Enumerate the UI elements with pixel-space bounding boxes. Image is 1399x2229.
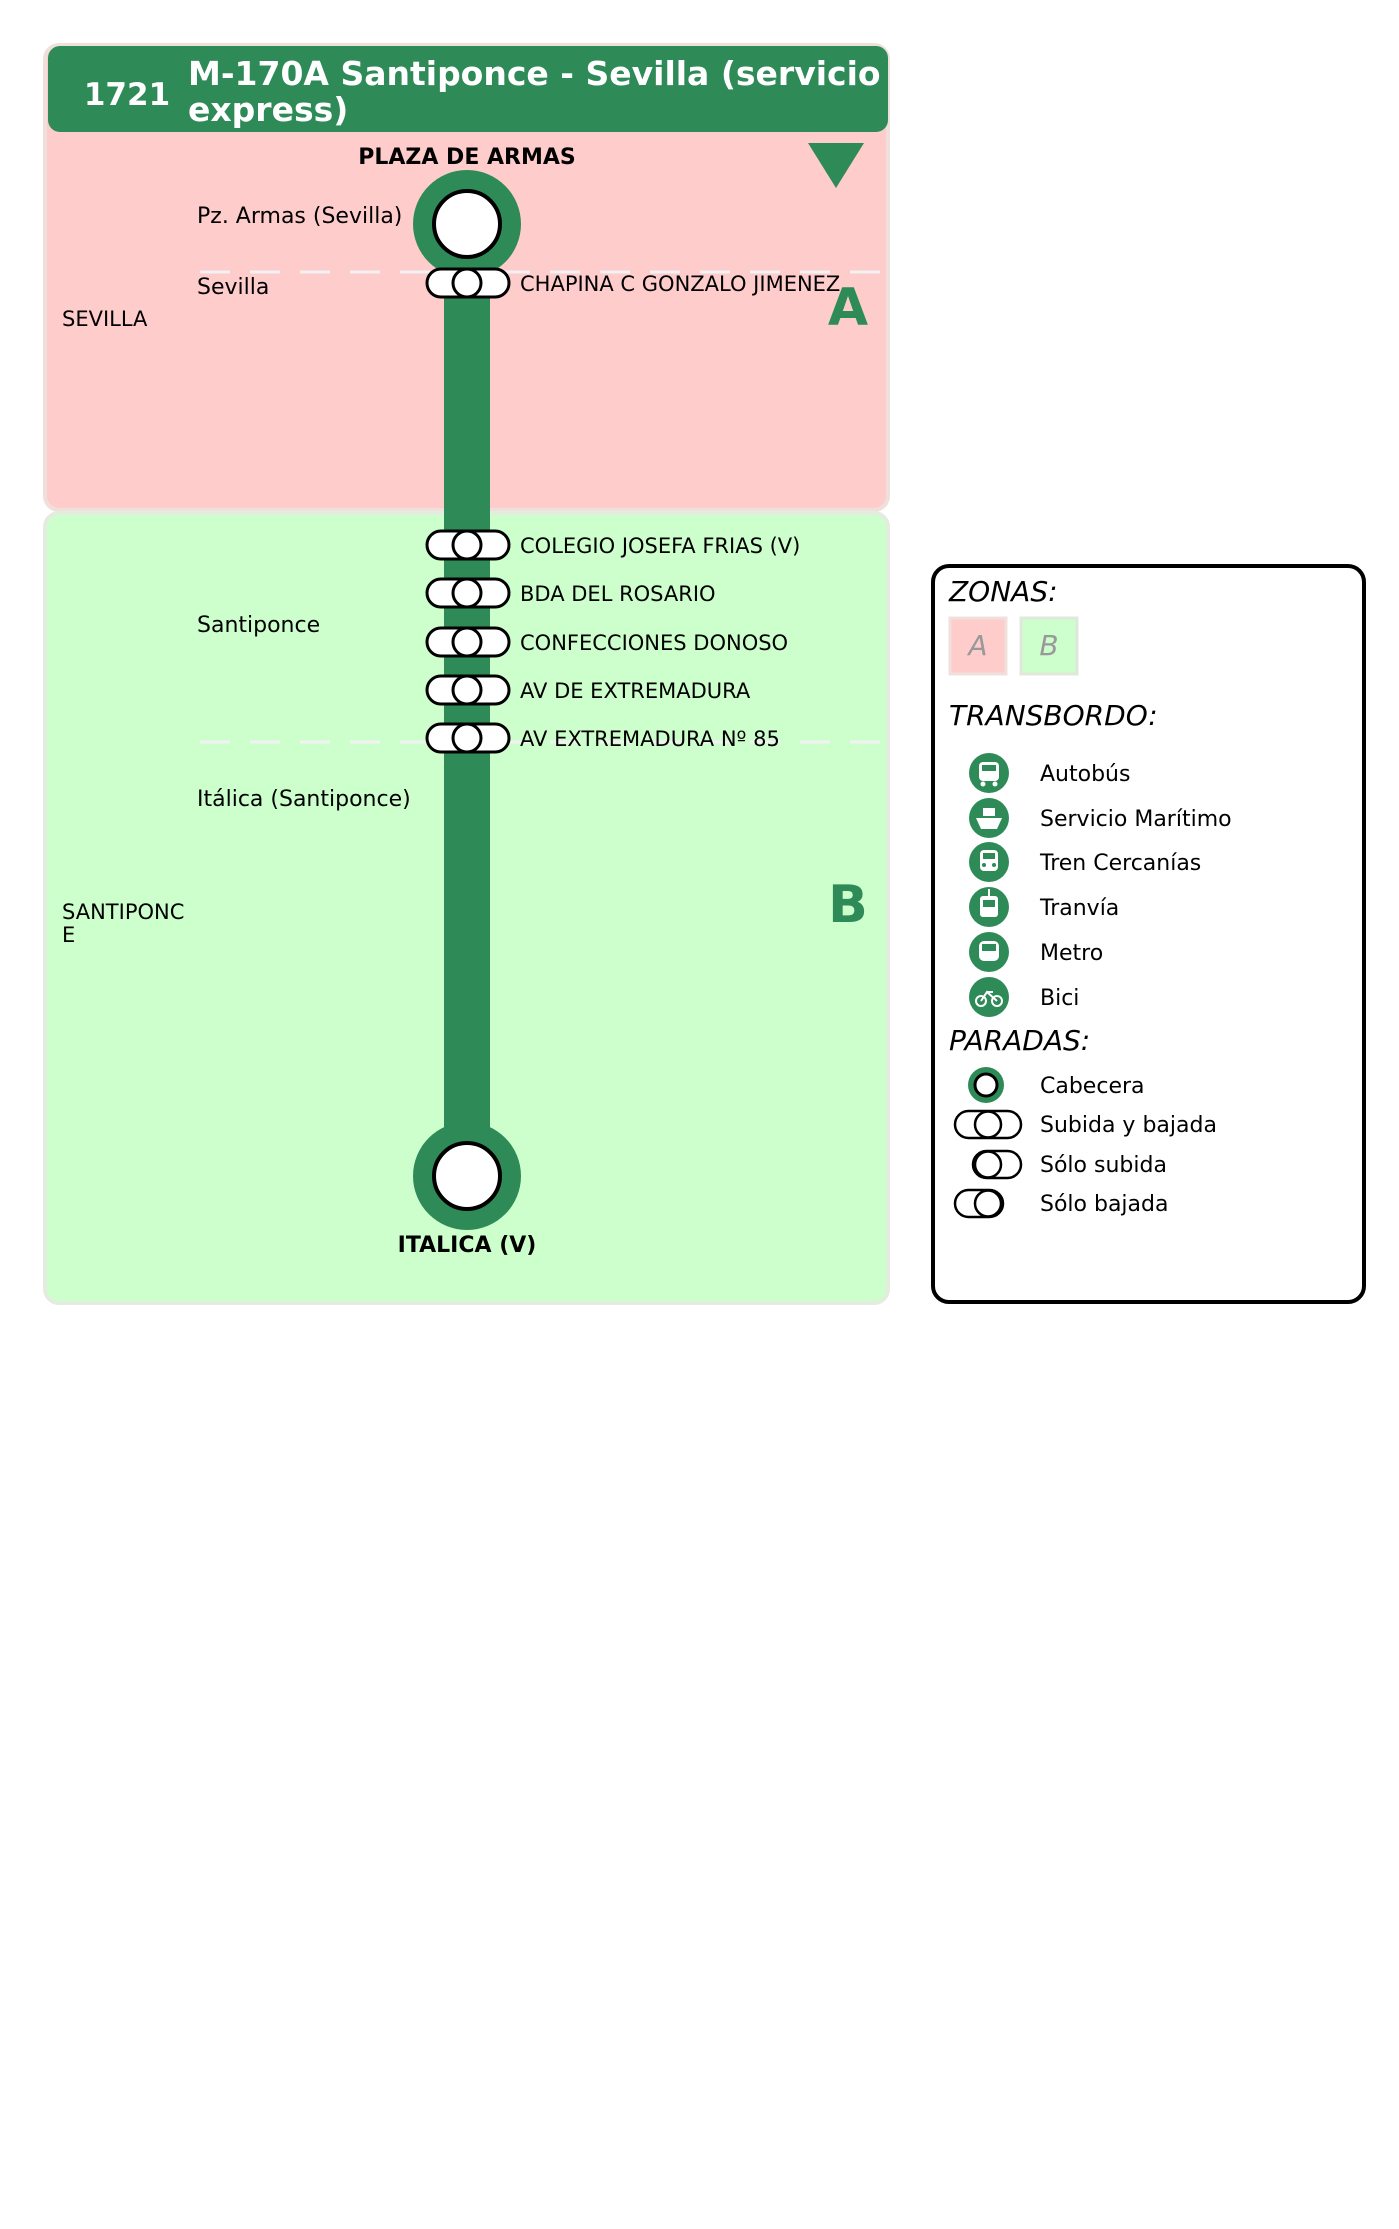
legend-zone-a-swatch bbox=[948, 616, 1008, 676]
ferry-icon bbox=[969, 798, 1009, 838]
legend-zone-b-letter: B bbox=[1039, 629, 1058, 662]
stop: CHAPINA C GONZALO JIMENEZ bbox=[425, 267, 840, 299]
stop-name: CHAPINA C GONZALO JIMENEZ bbox=[520, 272, 840, 296]
legend-zone-a-letter: A bbox=[966, 629, 987, 662]
stop-name: AV DE EXTREMADURA bbox=[520, 679, 751, 703]
bicycle-icon bbox=[969, 977, 1009, 1017]
route-title-line2: express) bbox=[188, 90, 348, 129]
stop: COLEGIO JOSEFA FRIAS (V) bbox=[425, 529, 800, 561]
tram-icon bbox=[969, 887, 1009, 927]
legend-parada-label: Cabecera bbox=[1040, 1074, 1145, 1099]
legend-box bbox=[931, 564, 1366, 1304]
locality-label: Sevilla bbox=[197, 275, 269, 300]
route-id: 1721 bbox=[84, 77, 170, 113]
locality-label: Santiponce bbox=[197, 613, 320, 638]
route-title-line1: M-170A Santiponce - Sevilla (servicio bbox=[188, 54, 881, 93]
legend-parada-label: Subida y bajada bbox=[1040, 1113, 1217, 1138]
stop-name: BDA DEL ROSARIO bbox=[520, 582, 716, 606]
legend-zone-b-swatch bbox=[1019, 616, 1079, 676]
origin-terminal-label: PLAZA DE ARMAS bbox=[358, 145, 576, 170]
board-alight-stop-icon bbox=[953, 1109, 1023, 1140]
locality-label: Pz. Armas (Sevilla) bbox=[197, 204, 402, 229]
destination-terminal-label: ITALICA (V) bbox=[398, 1233, 537, 1258]
legend-parada-label: Sólo subida bbox=[1040, 1153, 1167, 1178]
legend-transbordo-label: Bici bbox=[1040, 986, 1079, 1011]
municipality-label: E bbox=[62, 923, 75, 947]
municipality-label: SEVILLA bbox=[62, 307, 148, 331]
legend-transbordo-label: Tren Cercanías bbox=[1039, 851, 1201, 876]
board-only-stop-icon bbox=[971, 1149, 1023, 1180]
legend-transbordo-label: Servicio Marítimo bbox=[1040, 807, 1232, 832]
bus-icon bbox=[969, 753, 1009, 793]
alight-only-stop-icon bbox=[953, 1188, 1005, 1219]
legend-transbordo-label: Autobús bbox=[1040, 762, 1130, 787]
legend-transbordo-label: Tranvía bbox=[1039, 896, 1119, 921]
triangle-down-icon bbox=[808, 143, 864, 188]
train-icon bbox=[969, 842, 1009, 882]
legend-parada-label: Sólo bajada bbox=[1040, 1192, 1168, 1217]
legend-paradas-title: PARADAS: bbox=[949, 1024, 1090, 1057]
stop: BDA DEL ROSARIO bbox=[425, 577, 716, 609]
legend-zonas-title: ZONAS: bbox=[948, 575, 1058, 608]
route-header bbox=[48, 46, 888, 132]
legend-transbordo-label: Metro bbox=[1040, 941, 1103, 966]
terminal-stop-icon bbox=[968, 1067, 1004, 1103]
metro-icon bbox=[969, 932, 1009, 972]
zone-letter-a: A bbox=[828, 278, 868, 338]
stop: AV EXTREMADURA Nº 85 bbox=[425, 722, 780, 754]
municipality-label: SANTIPONC bbox=[62, 900, 184, 924]
stop-name: AV EXTREMADURA Nº 85 bbox=[520, 727, 780, 751]
locality-label: Itálica (Santiponce) bbox=[197, 787, 411, 812]
legend-transbordo-title: TRANSBORDO: bbox=[949, 699, 1158, 732]
stop-name: COLEGIO JOSEFA FRIAS (V) bbox=[520, 534, 800, 558]
stop-name: CONFECCIONES DONOSO bbox=[520, 631, 788, 655]
zone-letter-b: B bbox=[828, 875, 868, 935]
stop: CONFECCIONES DONOSO bbox=[425, 626, 788, 658]
stop: AV DE EXTREMADURA bbox=[425, 674, 751, 706]
